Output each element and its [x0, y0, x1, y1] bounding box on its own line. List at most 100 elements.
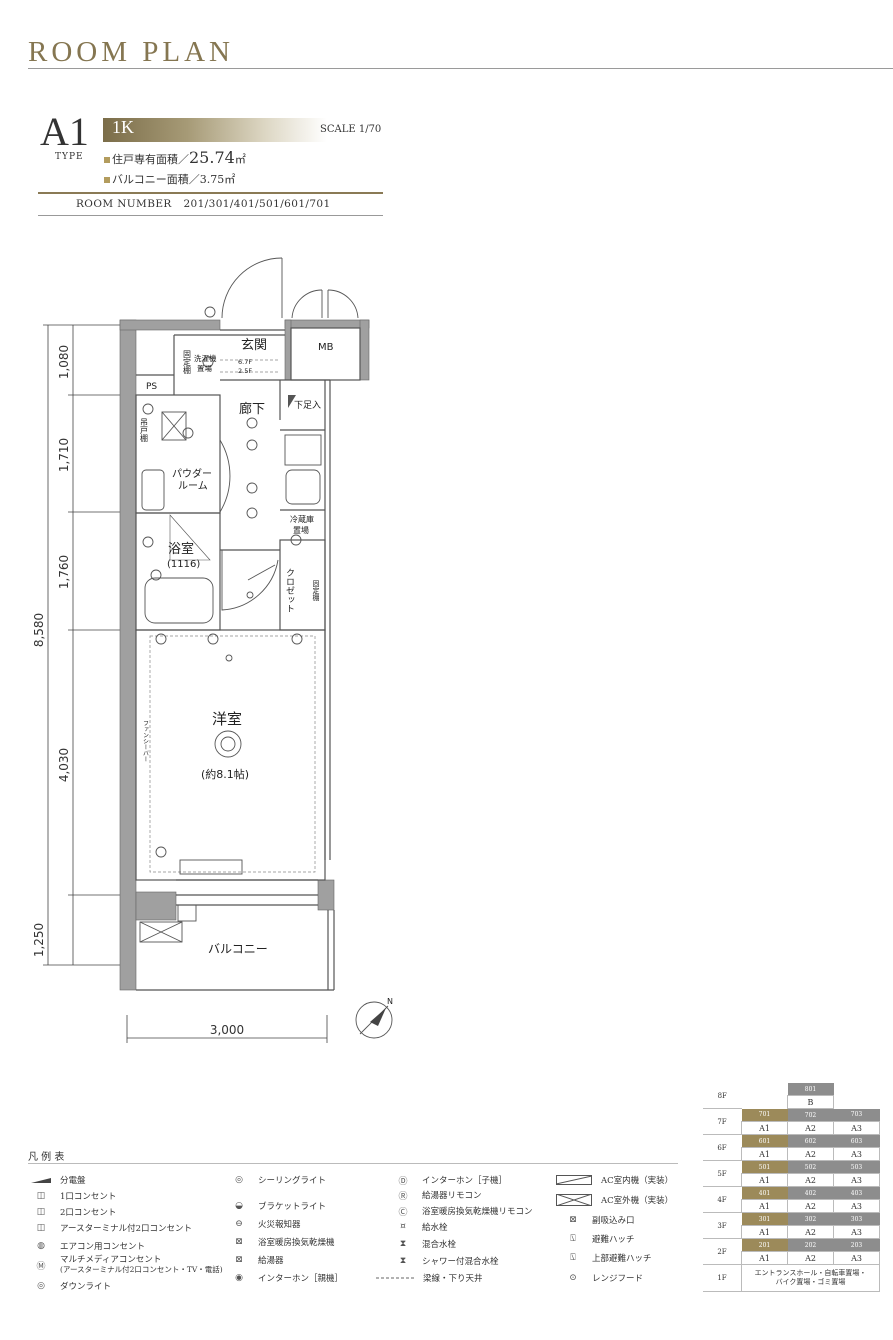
label-step-1: 6.7F — [238, 358, 252, 366]
unit-number: 503 — [833, 1160, 880, 1174]
legend-text: 分電盤 — [60, 1176, 86, 1186]
dimension-lines — [43, 324, 328, 1043]
legend-text: ダウンライト — [60, 1282, 112, 1292]
walls — [119, 319, 370, 991]
legend-item: 分電盤 — [30, 1174, 86, 1186]
legend-item: ◎ ダウンライト — [30, 1280, 111, 1292]
shower-faucet-icon: ⧗ — [399, 1256, 407, 1266]
legend-item: ⊠給湯器 — [228, 1254, 283, 1266]
downlight-icon: ◎ — [37, 1281, 45, 1291]
unit-type: A2 — [787, 1121, 834, 1135]
ac-outdoor-icon — [555, 1194, 593, 1206]
legend-item: ⍂避難ハッチ — [562, 1233, 634, 1245]
unit-number: 201 — [741, 1238, 788, 1252]
unit-type: B — [787, 1095, 834, 1109]
unit-number: 203 — [833, 1238, 880, 1252]
unit-type: A3 — [833, 1173, 880, 1187]
legend-title: 凡 例 表 — [28, 1152, 65, 1163]
legend-item: ◫ 1口コンセント — [30, 1190, 117, 1202]
label-fridge-space: 置場 — [293, 525, 309, 535]
label-western-size: (約8.1帖) — [201, 767, 249, 781]
unit-type: A3 — [833, 1199, 880, 1213]
label-powder: パウダー — [172, 467, 212, 480]
unit-type: A3 — [833, 1251, 880, 1265]
ac-indoor-icon — [555, 1174, 593, 1186]
double-outlet-icon: ◫ — [36, 1207, 46, 1217]
floor-label: 4F — [703, 1186, 742, 1213]
legend-item: ◒ ブラケットライト — [228, 1200, 326, 1212]
room-number-rule-top — [38, 192, 383, 194]
label-bath-size: (1116) — [167, 559, 200, 570]
intercom-master-icon: ◉ — [235, 1273, 243, 1283]
floor-label: 1F — [703, 1264, 742, 1292]
unit-number: 401 — [741, 1186, 788, 1200]
legend-text: 混合水栓 — [422, 1240, 457, 1250]
legend-text: 給水栓 — [422, 1223, 448, 1233]
ground-floor-note: エントランスホール・自転車置場・バイク置場・ゴミ置場 — [741, 1264, 880, 1292]
unit-type: A1 — [741, 1251, 788, 1265]
unit-type: A1 — [741, 1121, 788, 1135]
mixing-faucet-icon: ⧗ — [399, 1239, 407, 1249]
multimedia-outlet-icon: Ⓜ — [36, 1261, 46, 1272]
unit-number: 202 — [787, 1238, 834, 1252]
legend-item: ⊠副吸込み口 — [562, 1214, 634, 1226]
ac-outlet-icon: ◍ — [37, 1241, 45, 1251]
panel-icon — [30, 1174, 52, 1186]
legend-text: AC室内機（実装） — [601, 1176, 674, 1186]
unit-number: 601 — [741, 1134, 788, 1148]
legend-item: 梁線・下り天井 — [375, 1272, 483, 1284]
sub-intake-icon: ⊠ — [569, 1215, 577, 1225]
water-heater-icon: ⊠ — [235, 1255, 243, 1265]
legend-item: ¤ 給水栓 — [392, 1221, 448, 1233]
label-powder-room: ルーム — [178, 480, 208, 492]
unit-type: A1 — [741, 1173, 788, 1187]
legend-item: ⍂上部避難ハッチ — [562, 1252, 651, 1264]
label-bath: 浴室 — [168, 541, 194, 557]
legend-text-sub: (アースターミナル付2口コンセント・TV・電話) — [60, 1264, 223, 1274]
floor-label: 3F — [703, 1212, 742, 1239]
room-number: ROOM NUMBER 201/301/401/501/601/701 — [38, 198, 383, 210]
legend-rule — [28, 1163, 678, 1164]
legend-item: ◫2口コンセント — [30, 1206, 117, 1218]
legend-text: 1口コンセント — [60, 1192, 117, 1202]
unit-number: 603 — [833, 1134, 880, 1148]
label-shoe: 下足入 — [294, 400, 321, 411]
legend-text: レンジフード — [592, 1274, 644, 1284]
type-label: TYPE — [55, 152, 84, 162]
shoe-cabinet-mark — [288, 395, 296, 408]
label-fixed-shelf: 固定棚 — [183, 350, 192, 375]
bracket-light-icon: ◒ — [235, 1201, 243, 1211]
legend-text: 梁線・下り天井 — [423, 1274, 483, 1284]
legend-text: シャワー付混合水栓 — [422, 1257, 499, 1267]
escape-hatch-icon: ⍂ — [570, 1234, 576, 1244]
legend-text: 火災報知器 — [258, 1220, 301, 1230]
faucet-icon: ¤ — [400, 1222, 406, 1232]
unit-type: A3 — [833, 1225, 880, 1239]
outlet-icon: ◫ — [36, 1191, 46, 1201]
compass-arrow — [370, 1008, 386, 1026]
legend-text: インターホン［親機］ — [258, 1274, 344, 1284]
dim-1080: 1,080 — [57, 345, 71, 379]
page-title: ROOM PLAN — [28, 36, 234, 68]
title-rule — [28, 68, 893, 69]
floor-label: 8F — [703, 1083, 742, 1109]
legend-item: ◫アースターミナル付2口コンセント — [30, 1222, 192, 1234]
legend-item: AC室内機（実装） — [555, 1174, 673, 1186]
label-balcony: バルコニー — [208, 942, 268, 956]
legend-text: 浴室暖房換気乾燥機 — [258, 1238, 335, 1248]
floor-label: 6F — [703, 1134, 742, 1161]
unit-type: A1 — [741, 1199, 788, 1213]
scale-text: SCALE 1/70 — [320, 124, 382, 135]
legend-item: ⊖火災報知器 — [228, 1218, 301, 1230]
legend-text: 浴室暖房換気乾燥機リモコン — [422, 1207, 533, 1217]
doors — [169, 257, 359, 611]
unit-type: A2 — [787, 1251, 834, 1265]
fixtures — [139, 306, 393, 1039]
label-western: 洋室 — [212, 710, 242, 728]
label-step-2: 2.5F — [238, 367, 252, 375]
unit-number: 702 — [787, 1108, 834, 1122]
legend-text: ブラケットライト — [258, 1202, 327, 1212]
